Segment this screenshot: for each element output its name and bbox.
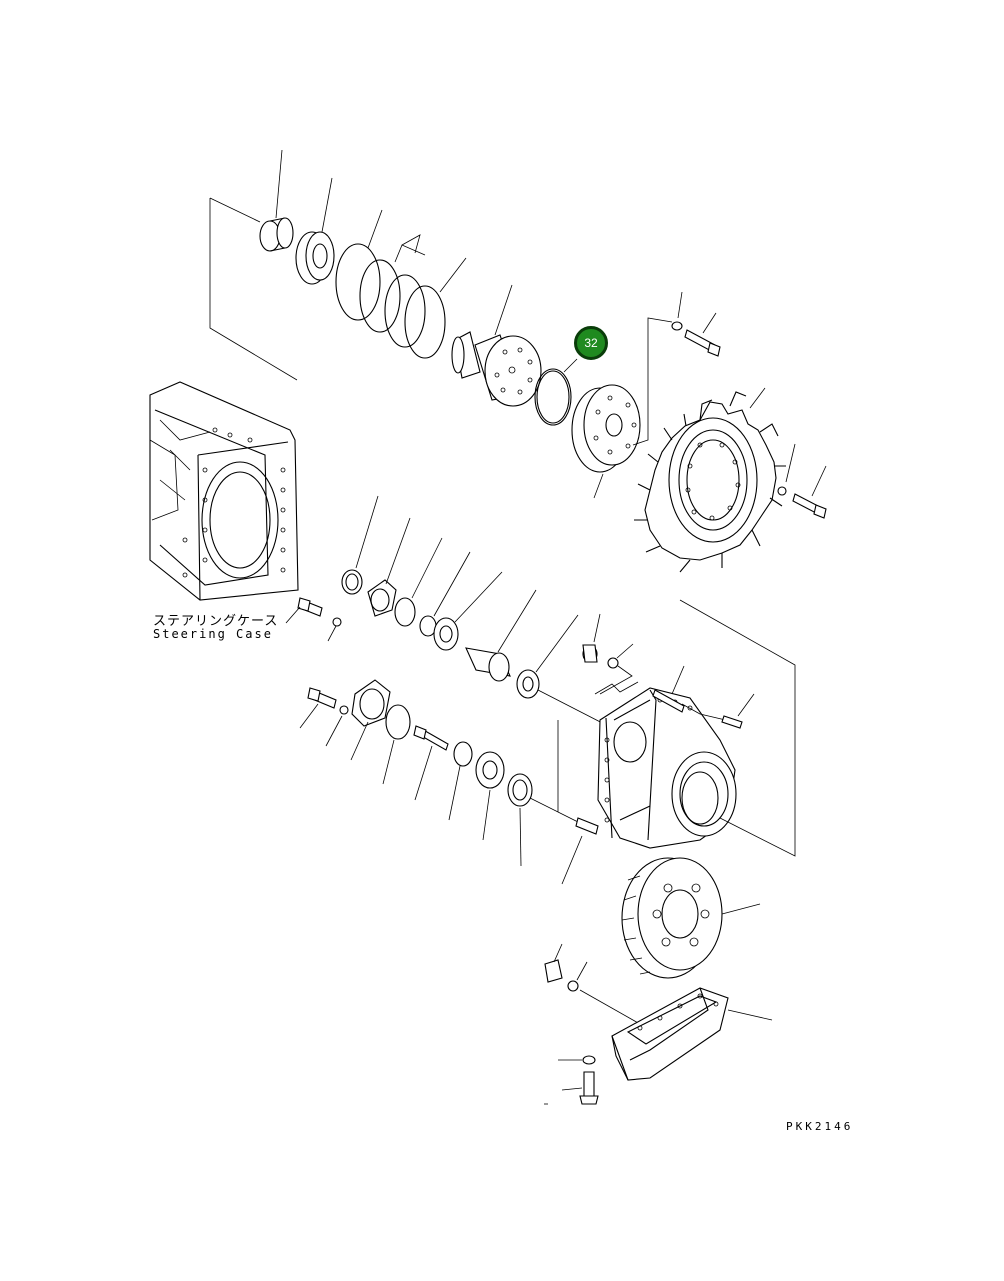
ring-gear — [621, 857, 761, 979]
steering-case-label-en: Steering Case — [153, 627, 273, 641]
output-shaft-hub — [451, 284, 542, 407]
sprocket-bolt-upper — [671, 291, 721, 357]
upper-bearing — [295, 177, 335, 285]
drawing-code: PKK2146 — [786, 1120, 854, 1133]
lower-row-parts — [299, 679, 533, 867]
sprocket-bolt-side — [777, 443, 827, 519]
part-callout-32[interactable]: 32 — [574, 326, 608, 360]
upper-collar — [259, 149, 294, 252]
bottom-cover — [544, 987, 773, 1105]
group-bracket-upper — [209, 197, 298, 381]
final-drive-case — [561, 599, 796, 885]
upper-snap-rings — [335, 209, 467, 359]
sprocket — [634, 387, 786, 573]
middle-row-parts — [285, 495, 579, 699]
steering-case-housing — [149, 381, 299, 601]
o-ring-32 — [534, 358, 578, 426]
steering-case-label-jp: ステアリングケース — [153, 614, 279, 629]
bottom-small-parts — [544, 943, 641, 1025]
hub-flange — [571, 317, 673, 499]
